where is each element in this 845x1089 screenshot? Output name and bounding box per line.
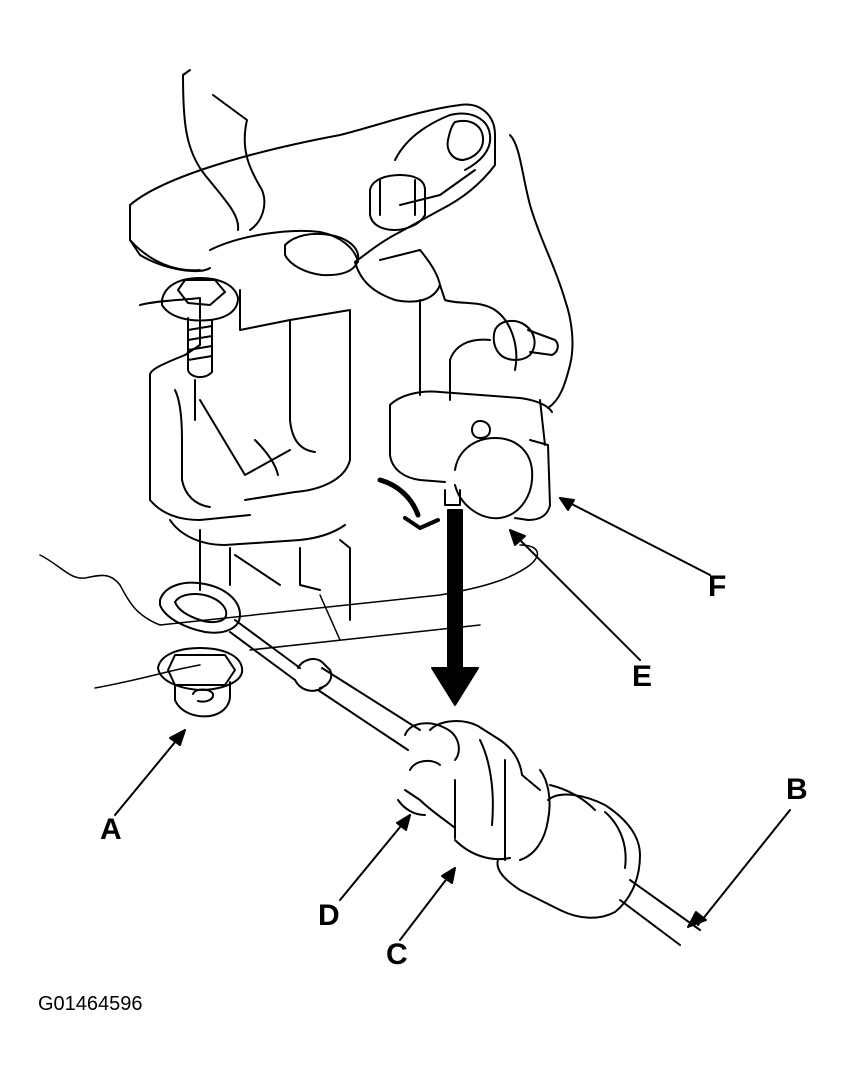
callout-label-f: F (708, 570, 727, 603)
cable-rod (229, 619, 421, 751)
upper-pipe (182, 69, 266, 231)
top-stud (284, 174, 426, 277)
callout-label-d: D (318, 899, 340, 932)
mounting-bolt (161, 277, 239, 421)
pivot-pin (492, 319, 559, 361)
callout-label-e: E (632, 660, 653, 693)
callout-label-c: C (386, 938, 408, 971)
cable-grommet (159, 581, 241, 634)
callout-label-b: B (786, 773, 808, 806)
nut-a (157, 647, 244, 718)
callout-leaders (114, 497, 791, 941)
housing-bracket (129, 103, 574, 621)
install-direction-arrow (377, 477, 479, 706)
callout-label-a: A (100, 813, 122, 846)
cable-end-assembly (397, 720, 701, 946)
figure-id: G01464596 (38, 993, 143, 1015)
